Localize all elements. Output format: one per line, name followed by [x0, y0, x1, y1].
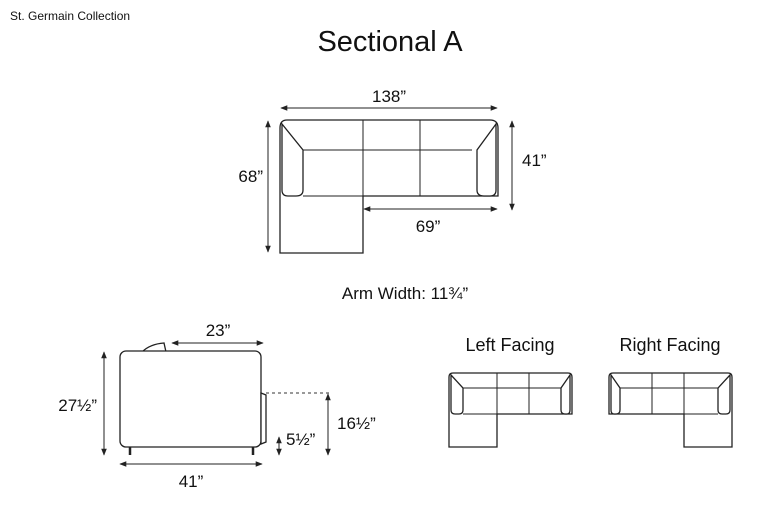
left-facing-arm — [450, 373, 464, 415]
left-facing-arm — [560, 372, 571, 415]
dim-side-depth: 41” — [179, 472, 204, 491]
side-view: 23” 27½” 41” 16½” 5½” — [58, 321, 376, 491]
dim-overall-width: 138” — [372, 87, 406, 106]
collection-name: St. Germain Collection — [10, 9, 131, 23]
right-facing-label: Right Facing — [619, 335, 720, 355]
right-arm — [476, 122, 497, 197]
page-title: Sectional A — [317, 26, 463, 58]
dim-sofa-depth: 41” — [522, 151, 547, 170]
sectional-outline — [279, 119, 499, 254]
dim-overall-depth: 68” — [238, 167, 263, 186]
right-facing-diagram: Right Facing — [608, 335, 733, 448]
right-facing-arm — [610, 372, 621, 415]
left-arm — [281, 122, 304, 197]
dim-height: 27½” — [58, 396, 97, 415]
arm-width-label: Arm Width: 11¾” — [342, 284, 469, 303]
right-facing-outline — [608, 372, 733, 448]
sofa-side-body — [119, 350, 262, 448]
back-cushion — [140, 342, 167, 353]
left-facing-label: Left Facing — [465, 335, 554, 355]
dim-seat-height: 16½” — [337, 414, 376, 433]
dim-leg-height: 5½” — [286, 430, 316, 449]
left-facing-diagram: Left Facing — [448, 335, 573, 448]
dim-sofa-section: 69” — [416, 217, 441, 236]
front-arm — [260, 392, 267, 445]
dim-back-cushion: 23” — [206, 321, 231, 340]
left-facing-outline — [448, 372, 573, 448]
top-view: 138” 68” 41” 69” — [238, 87, 547, 254]
right-facing-arm — [717, 373, 731, 415]
